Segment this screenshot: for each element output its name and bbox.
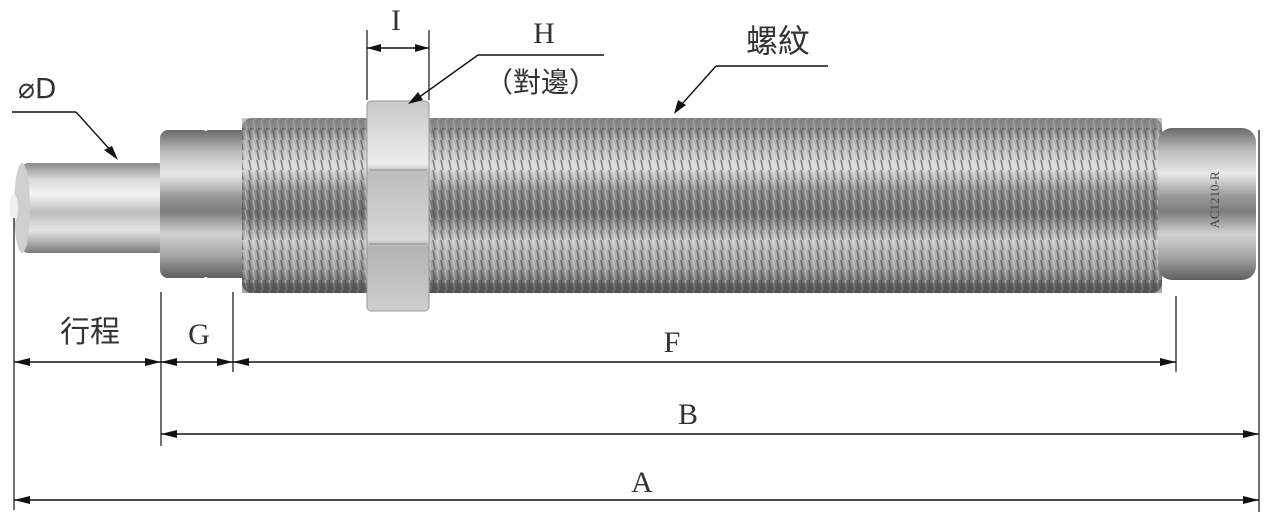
dimension-b-label: B [678, 398, 698, 431]
hex-nut [366, 100, 430, 312]
thread-label: 螺紋 [746, 22, 810, 60]
thread-callout: 螺紋 [674, 22, 828, 114]
dimension-h: H （對邊） [408, 17, 604, 104]
dimension-h-label: H [533, 17, 555, 50]
dimension-g: G [161, 318, 233, 366]
piston-rod [10, 163, 164, 253]
dimension-i-label: I [391, 4, 401, 37]
dimension-stroke: 行程 [14, 315, 161, 366]
dimension-i: I [366, 4, 430, 100]
shock-absorber-illustration: AC1210-R [10, 100, 1256, 312]
dimension-f-label: F [664, 326, 681, 359]
dimension-f: F [233, 326, 1176, 366]
rear-end-cap: AC1210-R [1158, 128, 1256, 280]
extension-lines [13, 130, 1260, 512]
threaded-body [242, 118, 1162, 293]
dimension-annotations: ⌀D I H （對邊） 螺紋 [12, 4, 1260, 512]
dimension-h-note: （對邊） [485, 66, 597, 99]
dimension-a-label: A [631, 466, 653, 499]
dimension-stroke-label: 行程 [60, 315, 120, 350]
diameter-callout: ⌀D [12, 72, 118, 160]
dimension-b: B [161, 398, 1259, 438]
front-collar [160, 130, 247, 278]
engraving-text: AC1210-R [1207, 171, 1222, 228]
diameter-label: ⌀D [18, 72, 56, 105]
dimension-g-label: G [188, 318, 210, 351]
dimension-a: A [14, 466, 1259, 504]
